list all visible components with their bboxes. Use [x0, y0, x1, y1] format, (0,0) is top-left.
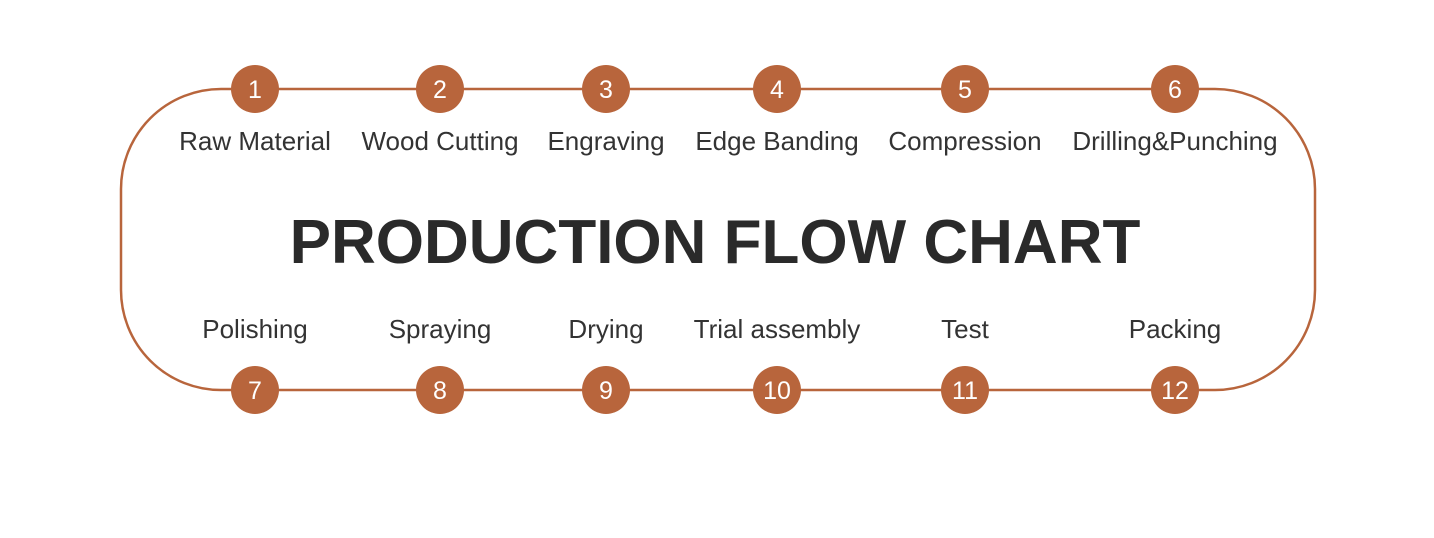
- step-9: 9 Drying: [568, 314, 644, 414]
- step-10: 10 Trial assembly: [694, 314, 861, 414]
- step-number: 1: [248, 76, 262, 104]
- step-1: 1 Raw Material: [179, 65, 331, 156]
- step-marker: [231, 366, 279, 414]
- step-number: 11: [952, 377, 978, 405]
- step-label: Trial assembly: [694, 314, 861, 344]
- step-label: Test: [941, 314, 989, 344]
- step-marker: [231, 65, 279, 113]
- step-marker: [753, 366, 801, 414]
- step-label: Compression: [888, 126, 1041, 156]
- step-marker: [941, 65, 989, 113]
- step-12: 12 Packing: [1129, 314, 1222, 414]
- step-number: 2: [433, 76, 447, 104]
- step-marker: [416, 65, 464, 113]
- step-label: Wood Cutting: [361, 126, 518, 156]
- step-8: 8 Spraying: [389, 314, 492, 414]
- step-number: 10: [763, 377, 791, 405]
- step-marker: [582, 366, 630, 414]
- step-label: Spraying: [389, 314, 492, 344]
- step-label: Drilling&Punching: [1072, 126, 1277, 156]
- step-label: Packing: [1129, 314, 1222, 344]
- step-7: 7 Polishing: [202, 314, 308, 414]
- step-5: 5 Compression: [888, 65, 1042, 156]
- chart-title: PRODUCTION FLOW CHART: [290, 208, 1141, 277]
- step-label: Raw Material: [179, 126, 331, 156]
- step-label: Polishing: [202, 314, 308, 344]
- step-6: 6 Drilling&Punching: [1072, 65, 1278, 156]
- step-number: 8: [433, 377, 447, 405]
- step-marker: [941, 366, 989, 414]
- step-marker: [582, 65, 630, 113]
- step-marker: [1151, 65, 1199, 113]
- step-number: 3: [599, 76, 613, 104]
- step-number: 4: [770, 76, 784, 104]
- step-marker: [1151, 366, 1199, 414]
- step-marker: [416, 366, 464, 414]
- step-number: 6: [1168, 76, 1182, 104]
- flow-loop-track: [119, 87, 1317, 392]
- step-marker: [753, 65, 801, 113]
- step-number: 5: [958, 76, 972, 104]
- step-4: 4 Edge Banding: [695, 65, 859, 156]
- step-11: 11 Test: [941, 314, 990, 414]
- step-3: 3 Engraving: [547, 65, 665, 156]
- step-label: Edge Banding: [695, 126, 858, 156]
- step-label: Engraving: [547, 126, 664, 156]
- step-label: Drying: [568, 314, 643, 344]
- step-number: 9: [599, 377, 613, 405]
- step-number: 7: [248, 377, 262, 405]
- step-number: 12: [1161, 377, 1189, 405]
- step-2: 2 Wood Cutting: [361, 65, 519, 156]
